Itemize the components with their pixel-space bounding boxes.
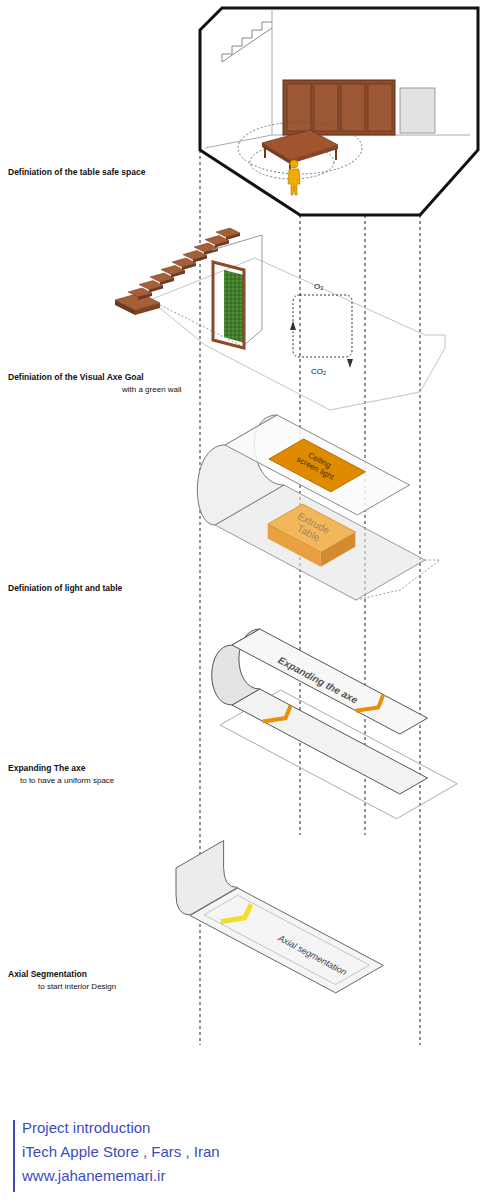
band-top-strip: Expanding the axe — [230, 627, 430, 736]
annotation-text: Definiation of the Visual Axe Goal — [8, 373, 144, 383]
stair-symbol — [222, 22, 272, 62]
annotation-text: www.jahanememari.ir — [22, 1167, 165, 1184]
band-floor: Axial segmentation — [188, 886, 385, 995]
shape-fill — [269, 439, 365, 492]
ceiling-light-panel: Ceiling screen light — [267, 437, 367, 494]
green-wall — [224, 270, 244, 343]
annotation-text: to start interior Design — [38, 982, 116, 991]
footer-bar — [13, 1120, 15, 1192]
arrow-head — [347, 359, 353, 368]
person-head — [290, 160, 298, 168]
person-body — [288, 169, 300, 195]
arrow-head — [290, 321, 296, 330]
chevron-mark — [221, 904, 251, 922]
wall-panel — [400, 88, 435, 133]
cabinet-panel — [368, 84, 392, 131]
cabinet-panel — [287, 84, 311, 131]
wall-outline — [212, 235, 262, 345]
floor-plan-outline — [150, 258, 445, 410]
alignment-line — [420, 215, 421, 1045]
annotation-text: with a green wall — [122, 385, 182, 394]
annotation-text: Expanding The axe — [8, 764, 85, 774]
cabinet-panel — [314, 84, 338, 131]
stair-landing-edge — [115, 300, 135, 315]
dotted-guide — [356, 560, 440, 600]
shape-fill — [232, 629, 428, 734]
annotation-text: Axial Segmentation — [8, 970, 87, 980]
stair-landing-edge — [135, 303, 160, 315]
table-edge — [262, 143, 290, 164]
annotation-text: to to have a uniform space — [20, 776, 114, 785]
floor-inset-outline — [204, 895, 369, 984]
stair-stringer — [222, 28, 272, 62]
safe-space-circle — [238, 122, 362, 174]
cabinet-wall — [283, 80, 395, 135]
ceiling-plane — [225, 415, 410, 515]
chevron-mark — [356, 695, 384, 711]
floor-plan-outline — [220, 690, 457, 819]
shape-fill — [190, 888, 383, 993]
annotation-text: CO₂ — [311, 367, 326, 376]
table-leg — [265, 147, 336, 176]
stair-tread — [128, 228, 240, 297]
annotation-text: Project introduction — [22, 1119, 150, 1136]
annotation-text: iTech Apple Store , Fars , Iran — [22, 1143, 220, 1160]
air-cycle-loop — [293, 295, 352, 357]
table-top — [262, 130, 338, 160]
green-wall-frame — [213, 262, 244, 348]
shape-fill — [268, 504, 356, 552]
chevron-mark — [263, 705, 291, 721]
room-outline — [200, 8, 478, 215]
annotation-text: Definiation of light and table — [8, 584, 122, 594]
annotation-text: O₂ — [314, 282, 323, 291]
cabinet-panel — [341, 84, 365, 131]
extruded-table: Extrude Table — [266, 502, 358, 554]
annotation-text: Definiation of the table safe space — [8, 168, 145, 178]
